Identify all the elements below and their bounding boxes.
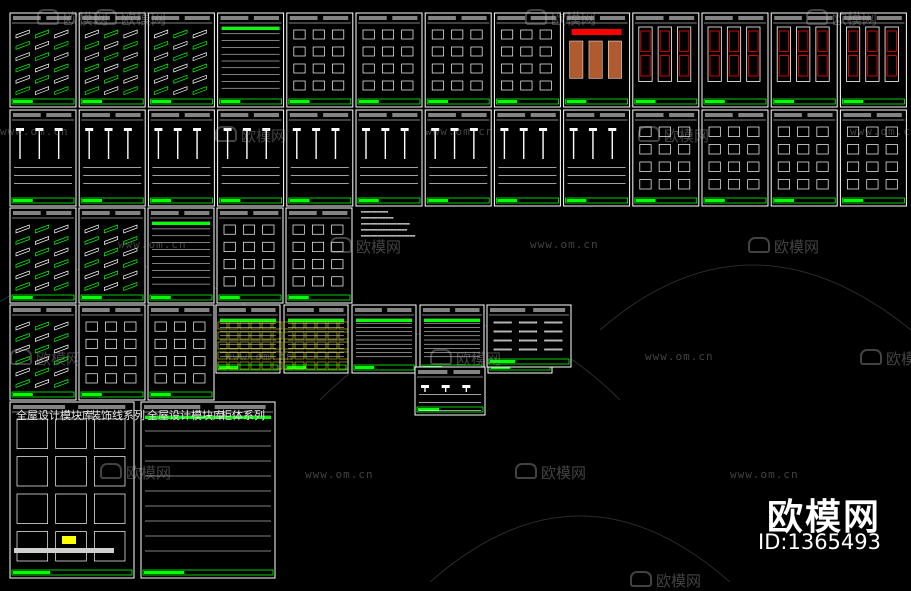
drawing-sheet-row1[interactable] [839,12,907,108]
drawing-sheet-row1[interactable] [286,12,354,108]
drawing-sheet-row2[interactable] [355,109,423,207]
drawing-sheet-row1[interactable] [701,12,769,108]
sheet-title-series: 柜体系列 [221,409,265,422]
sheet-title-library: 全屋设计模块库 [16,409,93,422]
sheet-title-library: 全屋设计模块库 [147,409,224,422]
drawing-sheet-row3[interactable] [78,207,146,304]
drawing-sheet-row2[interactable] [632,109,700,207]
drawing-sheet-row1[interactable] [632,12,700,108]
drawing-sheet-row4[interactable] [9,304,77,401]
drawing-sheet-small[interactable] [351,304,417,374]
drawing-sheet-row4[interactable] [78,304,146,401]
drawing-sheet-row2[interactable] [147,109,215,207]
drawing-notes: ▬▬▬▬▬▬▬▬▬▬▬▬▬▬▬▬▬▬▬▬▬▬▬▬▬▬▬▬▬▬▬▬▬▬▬▬▬▬▬▬… [361,210,416,239]
drawing-sheet-row1[interactable] [424,12,492,108]
drawing-sheet-row1[interactable] [355,12,423,108]
drawing-sheet-row1[interactable] [217,12,285,108]
corner-model-id: ID:1365493 [758,530,881,554]
drawing-sheet-row2[interactable] [286,109,354,207]
drawing-sheet-cabinet-series[interactable] [140,401,276,579]
drawing-sheet-row1[interactable] [493,12,561,108]
drawing-sheets [9,12,907,579]
drawing-sheet-small[interactable] [414,366,486,416]
drawing-sheet-small[interactable] [486,304,572,368]
drawing-sheet-row3[interactable] [216,207,284,304]
drawing-sheet-row3[interactable] [147,207,215,304]
drawing-sheet-row1[interactable] [78,12,146,108]
drawing-sheet-row1[interactable] [147,12,215,108]
drawing-sheet-row3[interactable] [9,207,77,304]
drawing-sheet-row1[interactable] [563,12,631,108]
drawing-sheet-row2[interactable] [424,109,492,207]
drawing-sheet-row2[interactable] [839,109,907,207]
drawing-sheet-row4[interactable] [147,304,215,401]
corner-brand-logo: 欧模网 [766,497,881,538]
drawing-sheet-small[interactable] [419,304,485,374]
drawing-sheet-row2[interactable] [770,109,838,207]
drawing-sheet-row2[interactable] [563,109,631,207]
drawing-sheet-row1[interactable] [770,12,838,108]
drawing-sheet-row1[interactable] [9,12,77,108]
drawing-sheet-row2[interactable] [493,109,561,207]
drawing-sheet-row2[interactable] [217,109,285,207]
sheet-title-series: 装饰线系列 [90,409,145,422]
drawing-sheet-row2[interactable] [78,109,146,207]
drawing-sheet-small[interactable] [283,304,349,374]
drawing-sheet-row3[interactable] [285,207,353,304]
drawing-sheet-row2[interactable] [701,109,769,207]
drawing-sheet-row2[interactable] [9,109,77,207]
